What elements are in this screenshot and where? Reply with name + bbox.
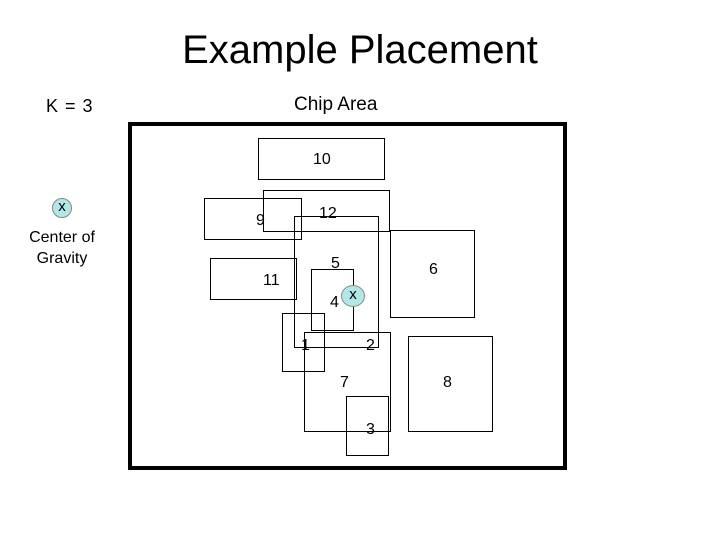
cell-label-9: 9	[256, 212, 265, 229]
cell-label-8: 8	[443, 374, 452, 391]
cell-3	[346, 396, 389, 456]
cell-label-11: 11	[263, 272, 280, 289]
cell-label-2: 2	[366, 337, 375, 354]
center-of-gravity-text: Center of Gravity	[20, 227, 104, 269]
page-title: Example Placement	[182, 28, 538, 72]
cell-7	[304, 332, 391, 432]
cell-label-7: 7	[340, 374, 349, 391]
cell-label-4: 4	[330, 294, 339, 311]
cell-9	[204, 198, 302, 240]
chip-area: 10 12 9 5 6 11 4 1 2 7 8 3 x	[128, 122, 567, 470]
k-value-label: K = 3	[46, 96, 94, 116]
cell-label-10: 10	[313, 151, 331, 168]
chip-area-label: Chip Area	[294, 94, 378, 115]
cell-label-1: 1	[301, 337, 310, 354]
cell-label-3: 3	[366, 421, 375, 438]
cell-label-5: 5	[331, 255, 340, 272]
center-of-gravity-marker: x	[52, 198, 72, 218]
cell-label-6: 6	[429, 261, 438, 278]
chip-border	[128, 122, 567, 470]
cell-6	[390, 230, 475, 318]
chip-center-of-gravity-marker: x	[341, 285, 365, 307]
center-of-gravity-legend: x Center of Gravity	[20, 198, 104, 269]
cell-1	[282, 313, 325, 372]
cell-10	[258, 138, 385, 180]
cell-label-12: 12	[319, 205, 337, 222]
cell-11	[210, 258, 297, 300]
cog-label-line1: Center of	[29, 229, 95, 246]
cell-8	[408, 336, 493, 432]
cell-5	[294, 216, 379, 348]
cell-12	[263, 190, 390, 232]
cog-label-line2: Gravity	[36, 250, 88, 267]
